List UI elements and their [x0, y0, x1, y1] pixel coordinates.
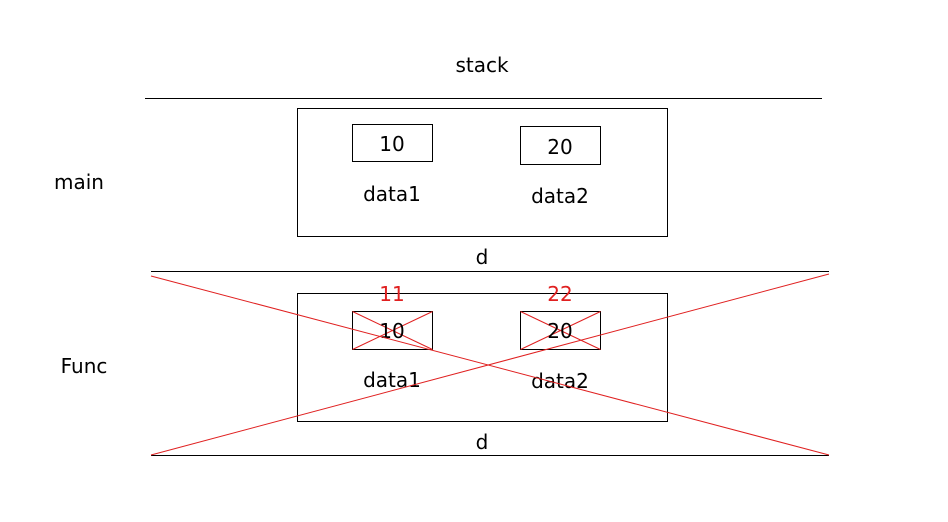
value-box-main-data1 [352, 124, 433, 162]
frame-main: main 10 data1 20 data2 d [54, 108, 668, 269]
struct-label-func: d [476, 430, 489, 454]
field-label-main-data2: data2 [531, 184, 589, 208]
new-value-func-data1: 11 [379, 282, 404, 306]
strike-func-data1-b [352, 311, 433, 350]
value-func-data2: 20 [547, 319, 572, 343]
frame-label-func: Func [61, 354, 108, 378]
value-box-func-data2 [520, 311, 601, 350]
value-main-data1: 10 [379, 132, 404, 156]
strike-func-data2-b [520, 311, 601, 350]
field-label-func-data1: data1 [363, 368, 421, 392]
frame-label-main: main [54, 170, 104, 194]
struct-box-main [297, 108, 668, 237]
struct-box-func [297, 293, 668, 422]
value-main-data2: 20 [547, 135, 572, 159]
stack-title: stack [455, 53, 509, 77]
frame-cross-diagonal-a [150, 275, 830, 456]
value-box-main-data2 [520, 126, 601, 165]
field-label-main-data1: data1 [363, 182, 421, 206]
new-value-func-data2: 22 [547, 282, 572, 306]
frame-func: Func 11 10 data1 22 20 data2 d [61, 282, 668, 454]
value-func-data1: 10 [379, 319, 404, 343]
value-box-func-data1 [352, 311, 433, 350]
struct-label-main: d [476, 245, 489, 269]
frame-cross-diagonal-b [150, 273, 830, 456]
